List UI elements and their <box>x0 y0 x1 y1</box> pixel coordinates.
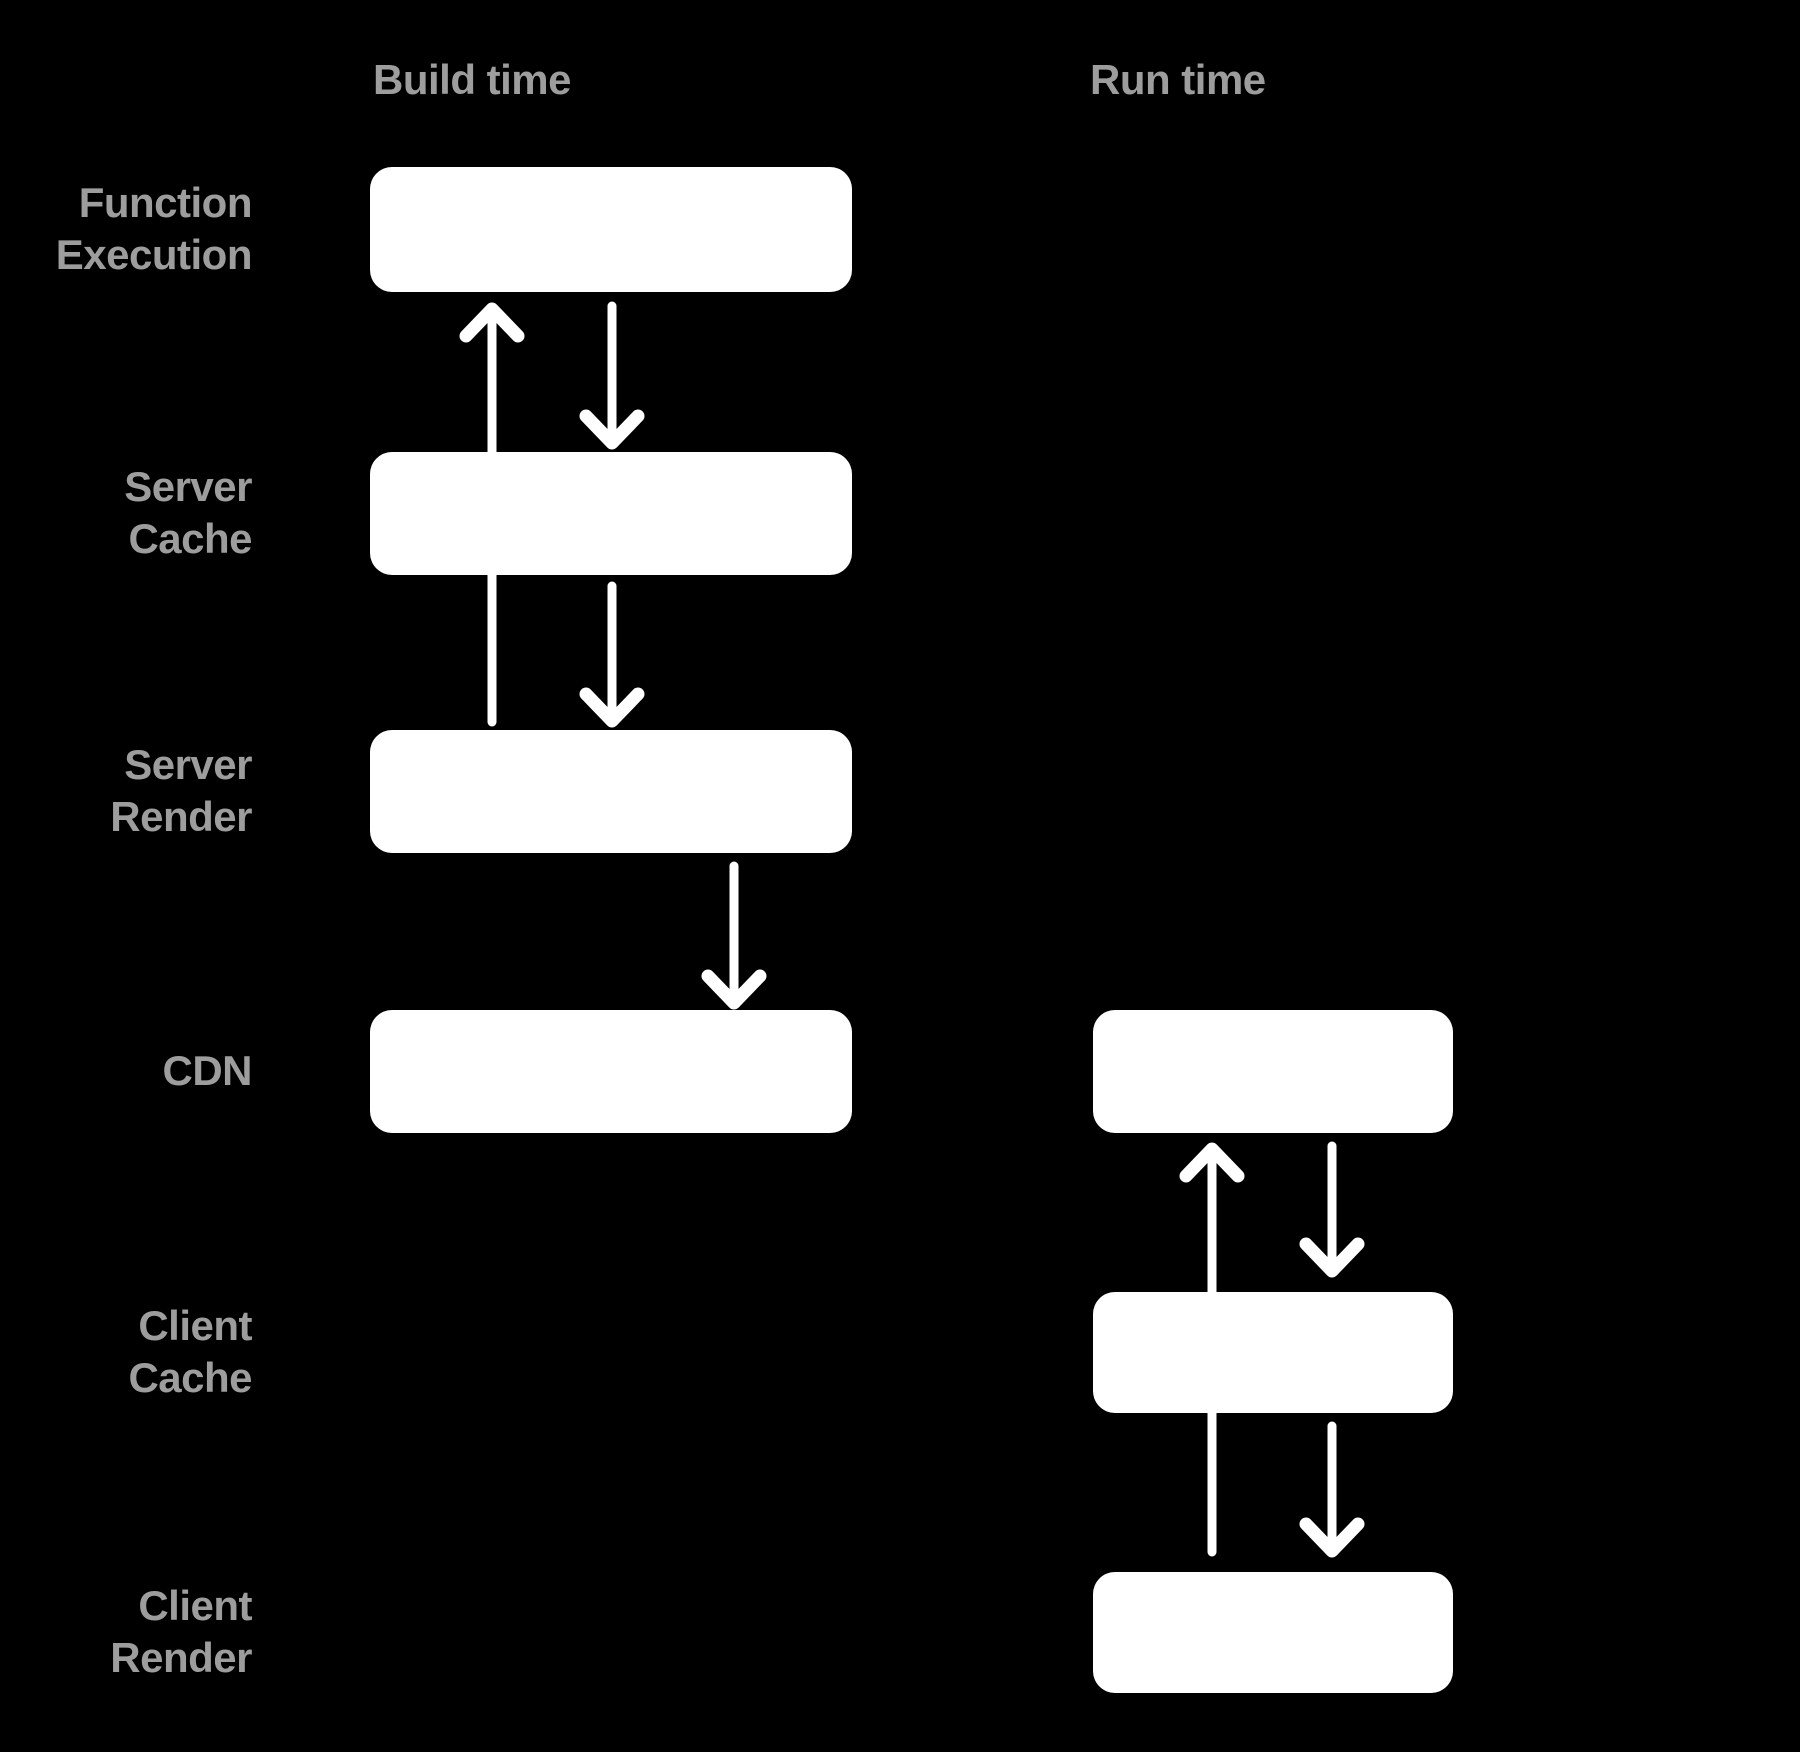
row-label-client-render: Client Render <box>0 1580 252 1684</box>
row-label-line: Server <box>124 463 252 510</box>
box-run-cdn <box>1093 1010 1453 1133</box>
row-label-line: Function <box>78 179 253 226</box>
box-build-function-execution <box>370 167 852 292</box>
arrow-down-cdn-to-client-cache <box>1299 1141 1365 1278</box>
box-run-client-cache <box>1093 1292 1453 1413</box>
row-label-line: Client <box>138 1302 252 1349</box>
row-label-line: Render <box>110 793 252 840</box>
row-label-client-cache: Client Cache <box>0 1300 252 1404</box>
row-label-line: CDN <box>162 1047 253 1094</box>
row-label-server-render: Server Render <box>0 739 252 843</box>
box-build-cdn <box>370 1010 852 1133</box>
arrow-down-client-cache-to-client-render <box>1299 1421 1365 1558</box>
row-label-line: Execution <box>55 231 253 278</box>
box-run-client-render <box>1093 1572 1453 1693</box>
arrow-down-server-render-to-cdn <box>701 861 767 1010</box>
row-label-line: Render <box>110 1634 252 1681</box>
row-label-function-execution: Function Execution <box>0 177 253 281</box>
arrow-down-server-cache-to-server-render <box>579 581 645 728</box>
row-label-server-cache: Server Cache <box>0 461 252 565</box>
arrow-down-function-execution-to-server-cache <box>579 301 645 450</box>
row-label-line: Client <box>138 1582 252 1629</box>
row-label-line: Cache <box>128 515 252 562</box>
column-header-run-time: Run time <box>1090 56 1266 103</box>
column-header-build-time: Build time <box>373 56 572 103</box>
row-label-line: Cache <box>128 1354 252 1401</box>
row-label-line: Server <box>124 741 252 788</box>
box-build-server-cache <box>370 452 852 575</box>
row-label-cdn: CDN <box>0 1045 253 1097</box>
box-build-server-render <box>370 730 852 853</box>
